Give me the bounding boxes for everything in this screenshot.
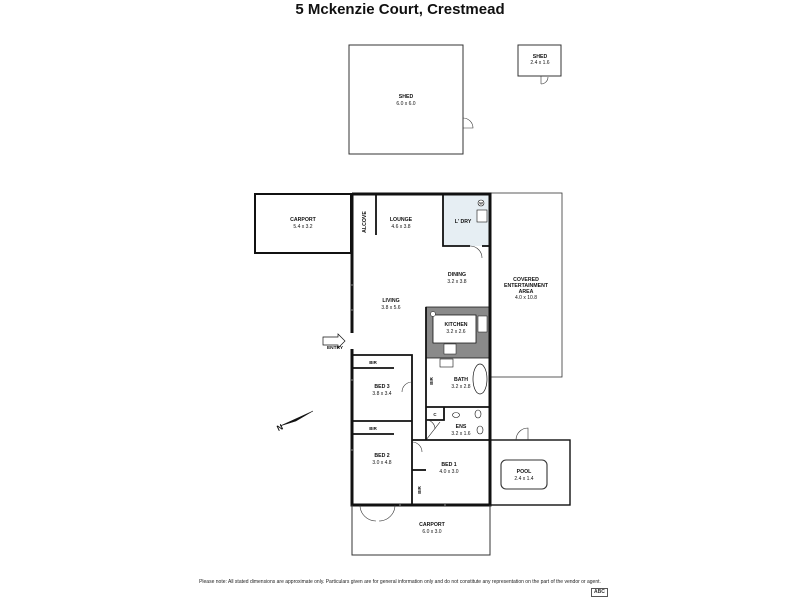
- pool-label: POOL: [517, 469, 533, 475]
- shed-small-outline: [517, 44, 562, 77]
- shed-large-dims: 6.0 x 6.0: [396, 101, 415, 107]
- ens-dims: 3.2 x 1.6: [451, 431, 470, 437]
- bath-vanity: [439, 358, 454, 368]
- washer-symbol-label: W: [479, 202, 483, 206]
- kitchen-stove: [477, 315, 488, 333]
- washer-icon: [477, 199, 485, 207]
- covered-area-label-2: ENTERTAINMENT: [504, 283, 549, 289]
- page-title: 5 Mckenzie Court, Crestmead: [295, 1, 505, 18]
- bathtub: [472, 363, 488, 395]
- laundry-tub: [476, 209, 488, 223]
- pool-gate: [515, 427, 529, 441]
- pool-outline: [500, 459, 548, 490]
- toilet-bath: [474, 409, 482, 419]
- house-outer-wall: [350, 192, 492, 507]
- disclaimer-text: Please note: All stated dimensions are a…: [199, 579, 601, 585]
- window-marks: [350, 284, 446, 507]
- bed3-label: BED 3: [374, 384, 389, 390]
- shed-small-door: [540, 76, 549, 85]
- carport-top-label: CARPORT: [290, 217, 316, 223]
- carport-bottom-dims: 6.0 x 3.0: [422, 529, 441, 535]
- bath-label: BATH: [454, 377, 468, 383]
- bir-bed2-label: BIR: [369, 426, 377, 431]
- bed1-dims: 4.0 x 3.0: [439, 469, 458, 475]
- bed2-dims: 3.0 x 4.8: [372, 460, 391, 466]
- compass-north-label: N: [275, 422, 284, 433]
- interior-walls: [352, 194, 491, 505]
- covered-area-label-3: AREA: [519, 289, 534, 295]
- bir-bath-label: BIR: [429, 376, 434, 384]
- alcove-label: ALCOVE: [362, 211, 368, 233]
- bir-bed3-label: BIR: [369, 360, 377, 365]
- carport-bottom-outline: [351, 505, 491, 556]
- bir-bed1-label: BIR: [417, 485, 422, 493]
- covered-area-label-1: COVERED: [513, 277, 539, 283]
- kitchen-sink: [443, 343, 457, 355]
- shed-large-door: [462, 117, 474, 129]
- dining-dims: 3.2 x 3.8: [447, 279, 466, 285]
- company-logo: ABC: [591, 588, 608, 597]
- kitchen-dims: 3.2 x 2.6: [446, 329, 465, 335]
- bath-dims: 3.2 x 2.8: [451, 384, 470, 390]
- bed1-label: BED 1: [441, 462, 456, 468]
- laundry-label: L' DRY: [455, 219, 472, 225]
- pool-fence: [489, 439, 571, 506]
- c-cupboard-label: C: [433, 412, 437, 417]
- ens-label: ENS: [456, 424, 467, 430]
- dining-label: DINING: [448, 272, 466, 278]
- covered-area-dims: 4.0 x 10.8: [515, 295, 537, 301]
- shed-small-label: SHED: [533, 54, 548, 60]
- lounge-label: LOUNGE: [390, 217, 413, 223]
- shed-large-outline: [348, 44, 464, 155]
- entry-label: ENTRY: [327, 345, 344, 351]
- living-dims: 3.8 x 5.6: [381, 305, 400, 311]
- living-label: LIVING: [382, 298, 399, 304]
- bed2-label: BED 2: [374, 453, 389, 459]
- kitchen-fridge-symbol: [430, 311, 436, 317]
- ens-basin: [452, 412, 460, 418]
- carport-bottom-label: CARPORT: [419, 522, 445, 528]
- ens-toilet: [476, 425, 484, 435]
- entry-arrow-icon: [322, 333, 346, 349]
- shed-large-label: SHED: [399, 94, 414, 100]
- pool-dims: 2.4 x 1.4: [514, 476, 533, 482]
- kitchen-label: KITCHEN: [444, 322, 467, 328]
- shed-small-dims: 2.4 x 1.6: [530, 60, 549, 66]
- carport-top-dims: 5.4 x 3.2: [293, 224, 312, 230]
- ens-shower-divider: [425, 421, 441, 441]
- compass-arrow-icon: [279, 410, 314, 427]
- bed3-dims: 3.8 x 3.4: [372, 391, 391, 397]
- lounge-dims: 4.6 x 3.8: [391, 224, 410, 230]
